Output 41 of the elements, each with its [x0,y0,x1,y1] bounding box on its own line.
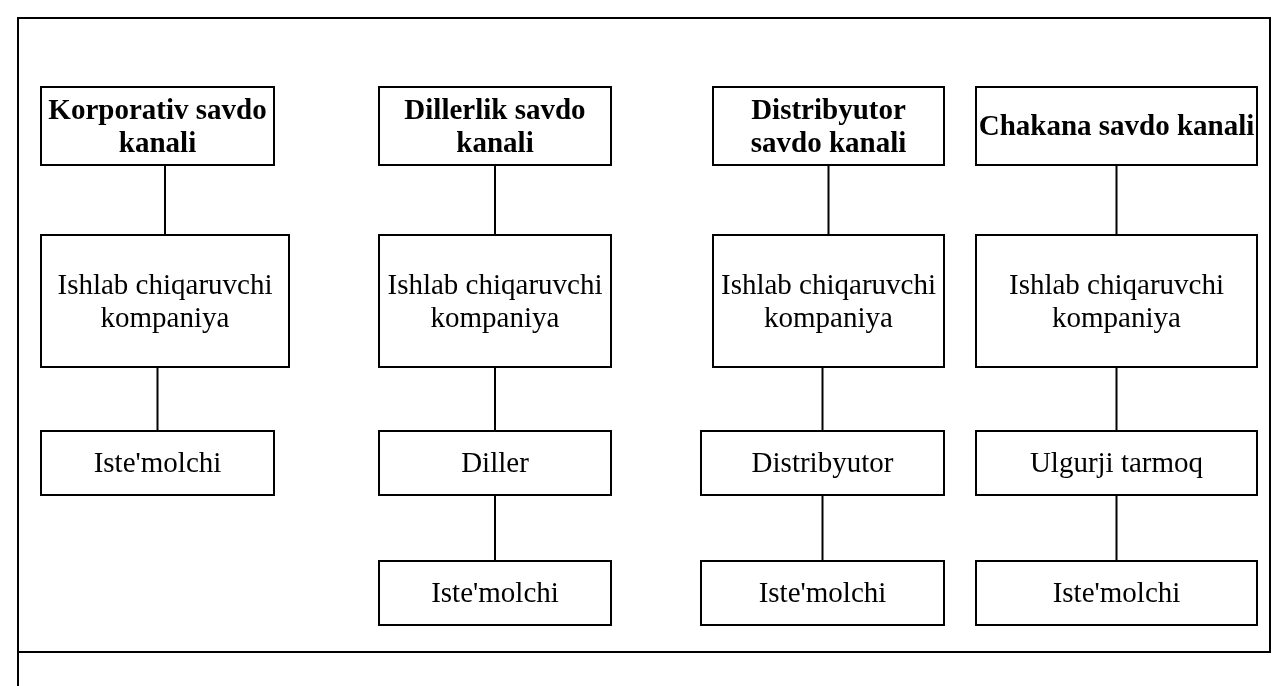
connector-line [1115,495,1118,561]
process-box [40,430,275,496]
channel-header-box [378,86,612,166]
channel-title: Dillerlik savdo kanali [403,92,587,160]
channel-header-box [712,86,945,166]
node-label: Ishlab chiqaruvchi kompaniya [720,267,937,335]
process-box [700,430,945,496]
connector-line [1115,367,1118,431]
node-label: Diller [461,446,529,480]
node-label: Ishlab chiqaruvchi kompaniya [1008,267,1225,335]
connector-line [1115,165,1118,235]
channel-header-box [40,86,275,166]
connector-line [494,495,496,561]
connector-line [494,367,496,431]
channel-header-box [975,86,1258,166]
process-box [40,234,290,368]
node-label: Ulgurji tarmoq [1029,446,1204,480]
process-box [975,234,1258,368]
connector-line [821,495,824,561]
node-label: Distribyutor [751,446,894,480]
node-label: Iste'molchi [1052,576,1181,610]
connector-line [164,165,166,235]
channel-title: Distribyutor savdo kanali [749,92,908,160]
connector-line [494,165,496,235]
process-box [712,234,945,368]
node-label: Ishlab chiqaruvchi kompaniya [386,267,604,335]
process-box [378,430,612,496]
channel-title: Chakana savdo kanali [978,109,1255,143]
connector-line [827,165,830,235]
process-box [975,430,1258,496]
node-label: Iste'molchi [758,576,887,610]
process-box [975,560,1258,626]
node-label: Ishlab chiqaruvchi kompaniya [56,267,274,335]
connector-line [156,367,159,431]
connector-line [821,367,824,431]
process-box [378,560,612,626]
node-label: Iste'molchi [431,576,559,610]
channel-title: Korporativ savdo kanali [47,92,268,160]
process-box [700,560,945,626]
node-label: Iste'molchi [93,446,222,480]
process-box [378,234,612,368]
